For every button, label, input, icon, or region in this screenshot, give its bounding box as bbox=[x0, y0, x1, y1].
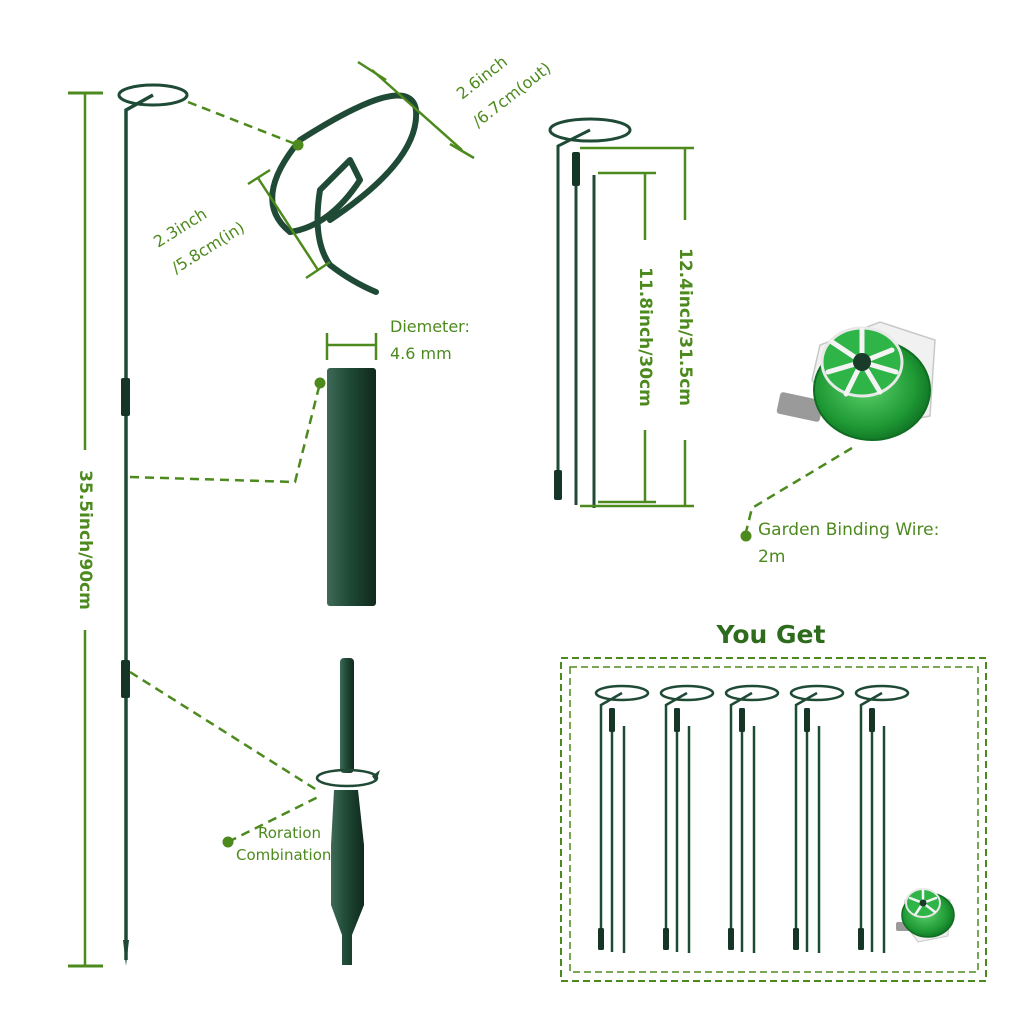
package-stake-set bbox=[659, 684, 715, 953]
rod-diameter-closeup: Diemeter: 4.6 mm bbox=[129, 317, 470, 606]
segment-short-label: 11.8inch/30cm bbox=[635, 267, 655, 407]
package-stake-set bbox=[789, 684, 845, 953]
total-height-label: 35.5inch/90cm bbox=[75, 470, 95, 610]
diameter-label-1: Diemeter: bbox=[390, 317, 470, 336]
rotation-label-2: Combination bbox=[236, 846, 331, 864]
package-title: You Get bbox=[716, 620, 826, 649]
package-stake-set bbox=[854, 684, 910, 953]
segment-long-label: 12.4inch/31.5cm bbox=[675, 248, 695, 406]
ring-inner-dimension: 2.3inch /5.8cm(in) bbox=[150, 168, 331, 280]
main-plant-stake bbox=[117, 83, 189, 966]
total-height-dimension: 35.5inch/90cm bbox=[68, 91, 103, 968]
ring-closeup bbox=[187, 92, 420, 295]
package-stake-sets bbox=[594, 684, 910, 953]
support-ring-icon bbox=[117, 83, 189, 107]
rotation-joint-closeup: Roration Combination bbox=[129, 658, 380, 965]
wire-label-1: Garden Binding Wire: bbox=[758, 520, 939, 540]
binding-wire-reel: Garden Binding Wire: 2m bbox=[740, 321, 939, 567]
package-wire-reel bbox=[896, 888, 955, 943]
rotation-label-1: Roration bbox=[258, 824, 321, 842]
wire-label-2: 2m bbox=[758, 547, 785, 567]
package-stake-set bbox=[724, 684, 780, 953]
diameter-label-2: 4.6 mm bbox=[390, 344, 452, 363]
stake-segment-set: 12.4inch/31.5cm 11.8inch/30cm bbox=[548, 117, 700, 508]
package-stake-set bbox=[594, 684, 650, 953]
package-contents: You Get bbox=[560, 620, 987, 982]
